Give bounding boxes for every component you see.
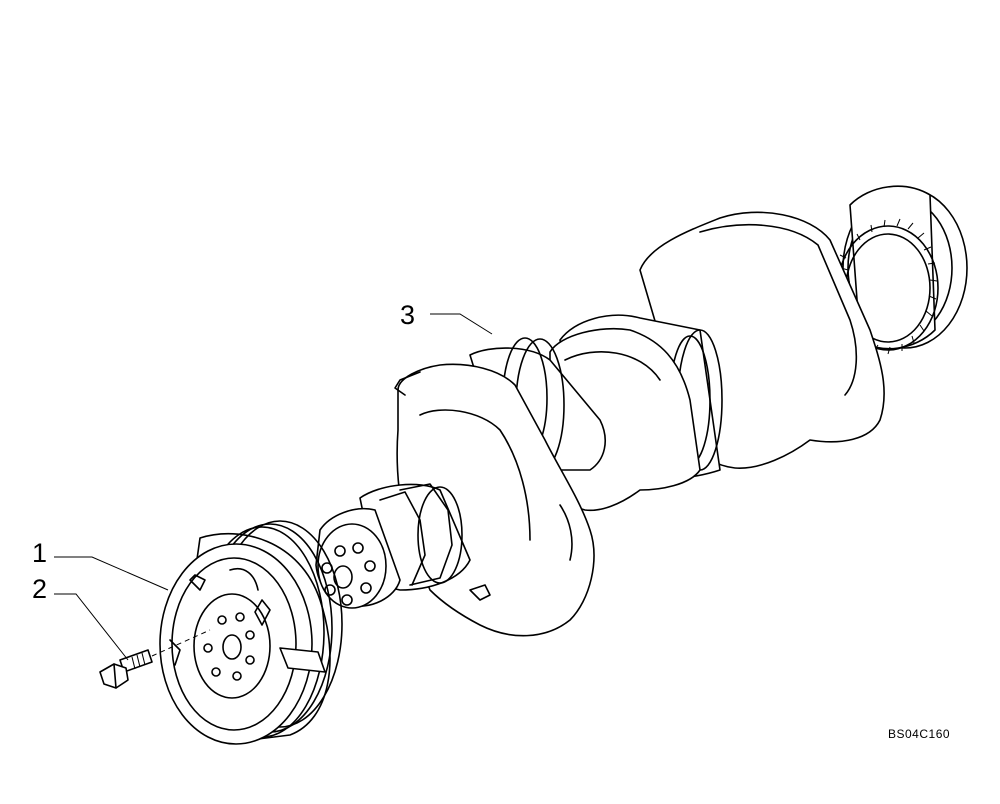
crankshaft-pulley	[159, 520, 343, 745]
drawing-code: BS04C160	[888, 727, 951, 741]
leader-line-1	[54, 556, 169, 591]
callout-1: 1	[32, 538, 48, 568]
leader-line-3	[430, 313, 493, 335]
crankshaft-rear-flange	[837, 185, 968, 355]
crankshaft	[315, 185, 968, 637]
callout-3: 3	[400, 300, 416, 330]
crankshaft-front-snout	[315, 483, 471, 609]
callout-2: 2	[32, 574, 48, 604]
leader-line-2	[54, 593, 129, 661]
pulley-bolt	[99, 629, 211, 689]
